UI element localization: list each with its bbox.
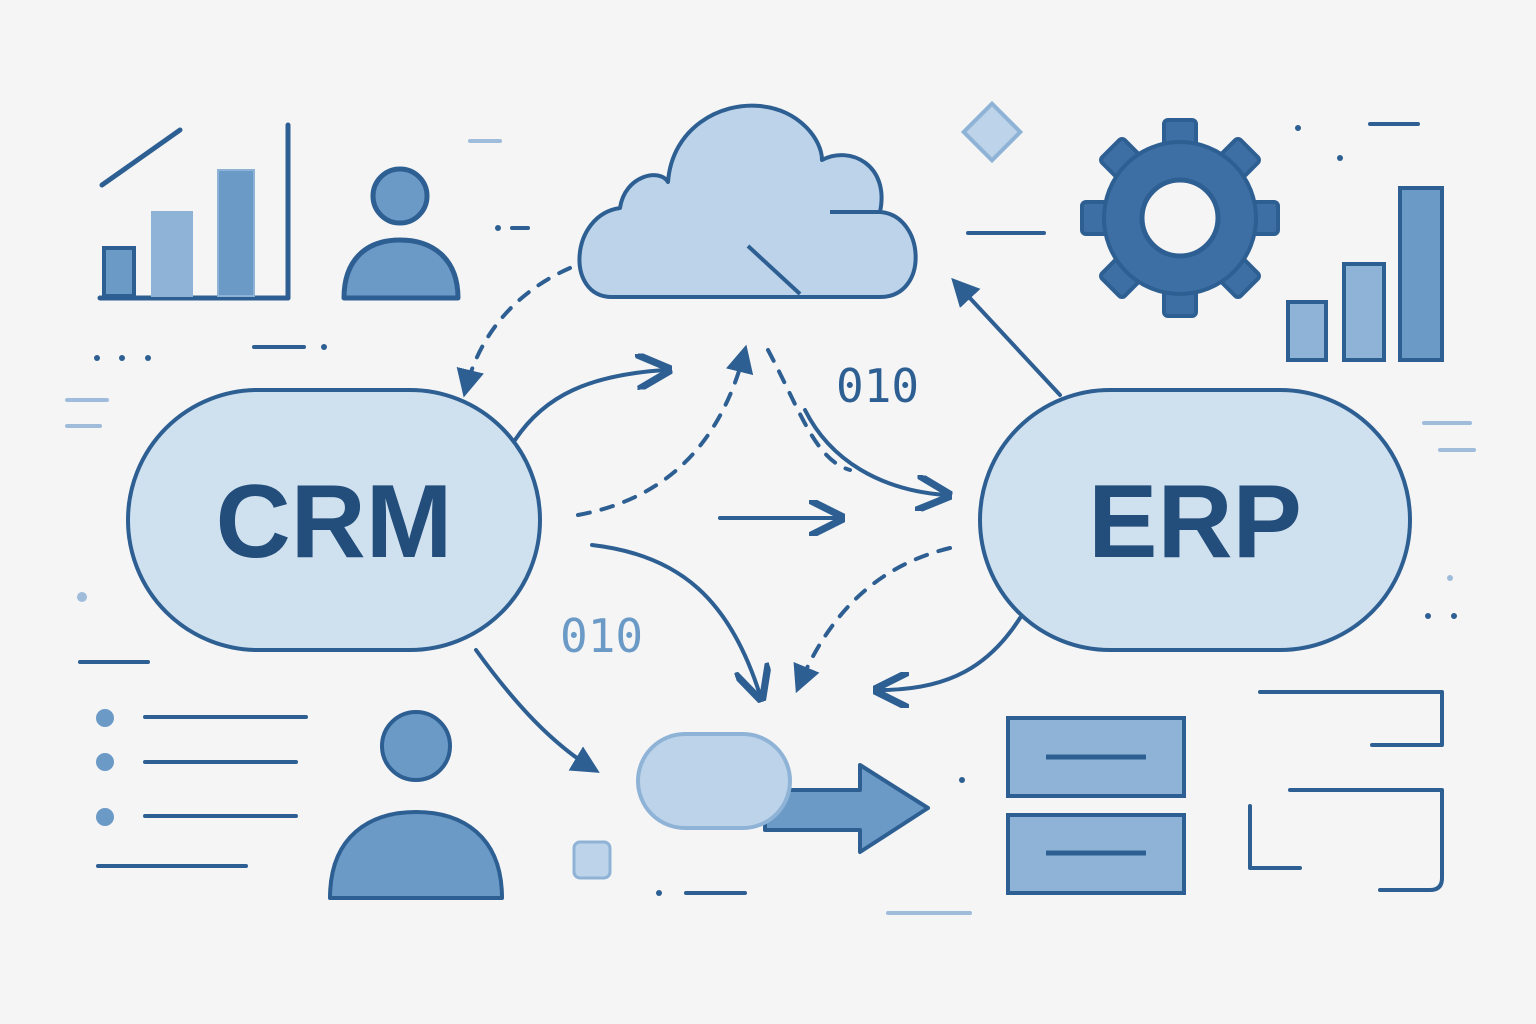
- connectors: [456, 266, 1062, 773]
- gear-icon: [1080, 118, 1280, 318]
- crm-label: CRM: [216, 464, 453, 580]
- erp-label: ERP: [1088, 464, 1302, 580]
- diamond-shape: [960, 100, 1024, 164]
- small-square-shape: [572, 840, 612, 880]
- binary-label-top: 010: [836, 359, 919, 413]
- pipeline-arrow-icon: [636, 732, 930, 854]
- bar-chart-icon: [97, 122, 291, 301]
- binary-label-bottom: 010: [560, 609, 643, 663]
- cloud-icon: [577, 103, 918, 299]
- bracket-shapes: [1248, 690, 1444, 892]
- user-icon-bottom: [328, 710, 504, 900]
- list-icon: [96, 709, 308, 868]
- user-icon: [341, 166, 461, 301]
- crm-node[interactable]: CRM: [126, 388, 542, 652]
- bar-chart-icon-right: [1286, 186, 1444, 362]
- decorative-marks: [65, 122, 1476, 915]
- database-icon: [1006, 716, 1186, 895]
- erp-node[interactable]: ERP: [978, 388, 1412, 652]
